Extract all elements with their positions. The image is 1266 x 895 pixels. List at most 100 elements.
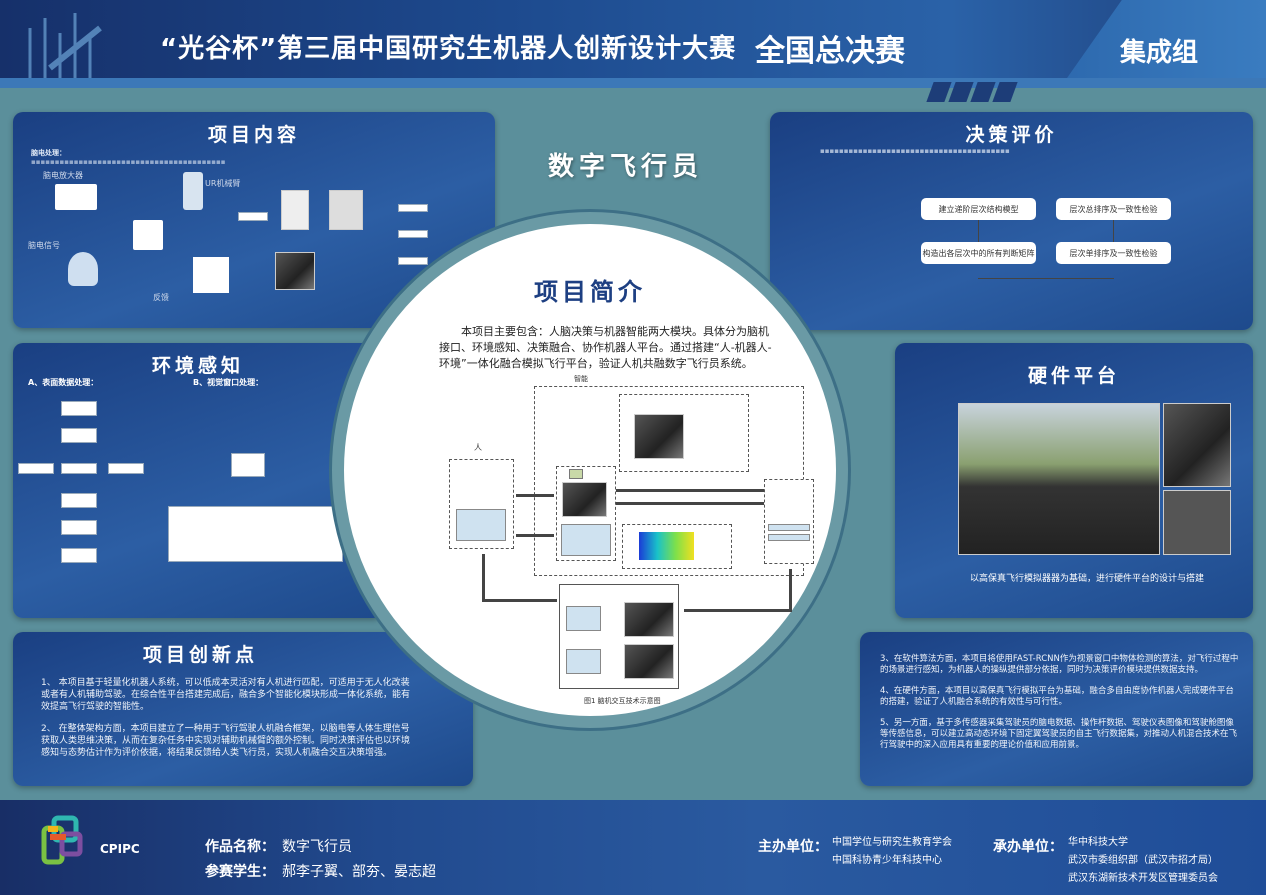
panel-title: 项目内容 (207, 124, 300, 146)
decorative-bars (926, 82, 1020, 104)
block-tag (569, 469, 584, 479)
flow-step: 构造出各层次中的所有判断矩阵 (921, 242, 1036, 264)
innovation-panel-right: 3、在软件算法方面，本项目将使用FAST-RCNN作为视景窗口中物体检测的算法，… (860, 632, 1253, 786)
photo (281, 190, 309, 230)
flow-arrow (789, 569, 792, 609)
panel-title: 环境感知 (151, 355, 244, 377)
robot-arm-icon (183, 172, 203, 210)
human-label: 人 (474, 443, 482, 452)
flow-box (398, 204, 428, 212)
flow-arrow (482, 599, 557, 602)
panel-body-placeholder: ▪▪▪▪▪▪▪▪▪▪▪▪▪▪▪▪▪▪▪▪▪▪▪▪▪▪▪▪▪▪▪▪▪▪▪▪▪▪▪▪… (31, 158, 226, 166)
innovation-point: 3、在软件算法方面，本项目将使用FAST-RCNN作为视景窗口中物体检测的算法，… (880, 654, 1239, 675)
flight-photo (624, 602, 674, 637)
project-intro-circle: 项目简介 本项目主要包含：人脑决策与机器智能两大模块。具体分为脑机接口、环境感知… (332, 212, 848, 728)
flow-box (61, 520, 97, 535)
flow-box (61, 548, 97, 563)
flow-box (18, 463, 54, 474)
diagram-label: UR机械臂 (205, 179, 241, 188)
cpipc-logo-icon (41, 815, 83, 865)
panel-title: 决策评价 (965, 124, 1058, 146)
flow-arrow (684, 609, 792, 612)
flow-arrow (516, 494, 554, 497)
cnn-architecture-figure (168, 506, 343, 562)
circuit-decoration-icon (28, 13, 102, 78)
organizer-item: 武汉市委组织部（武汉市招才局） (1068, 855, 1218, 866)
innovation-point: 2、 在整体架构方面，本项目建立了一种用于飞行驾驶人机融合框架，以脑电等人体生理… (41, 724, 411, 758)
diagram-label: 反馈 (153, 293, 169, 302)
flow-box (61, 401, 97, 416)
work-name-value: 数字飞行员 (282, 839, 352, 855)
label-box (768, 534, 810, 541)
organizer-list: 华中科技大学 武汉市委组织部（武汉市招才局） 武汉东湖新技术开发区管理委员会 (1068, 834, 1218, 888)
host-item: 中国科协青少年科技中心 (832, 855, 942, 866)
flow-box (398, 230, 428, 238)
environment-perception-panel: 环境感知 A、表面数据处理： B、视觉窗口处理： (13, 343, 383, 618)
label-box (561, 524, 611, 556)
bci-photo (562, 482, 607, 517)
hardware-caption: 以高保真飞行模拟器器为基础，进行硬件平台的设计与搭建 (970, 574, 1205, 584)
sensor-photo (1163, 490, 1231, 555)
decision-evaluation-panel: 决策评价 ▪▪▪▪▪▪▪▪▪▪▪▪▪▪▪▪▪▪▪▪▪▪▪▪▪▪▪▪▪▪▪▪▪▪▪… (770, 112, 1253, 330)
host-item: 中国学位与研究生教育学会 (832, 837, 952, 848)
host-label: 主办单位： (758, 839, 828, 855)
panel-title: 项目创新点 (143, 644, 259, 666)
pilot-photo (624, 644, 674, 679)
panel-body-placeholder: ▪▪▪▪▪▪▪▪▪▪▪▪▪▪▪▪▪▪▪▪▪▪▪▪▪▪▪▪▪▪▪▪▪▪▪▪▪▪▪▪ (820, 147, 1010, 155)
poster-header: “光谷杯”第三届中国研究生机器人创新设计大赛 全国总决赛 集成组 (0, 0, 1266, 88)
panel-subheading: 脑电处理： (31, 149, 66, 157)
flow-arrow (1113, 220, 1114, 242)
flow-step: 层次总排序及一致性检验 (1056, 198, 1171, 220)
photo (275, 252, 315, 290)
user-icon (68, 252, 98, 286)
innovation-panel-left: 项目创新点 1、 本项目基于轻量化机器人系统，可以低成本灵活对有人机进行匹配，可… (13, 632, 473, 786)
flow-box (108, 463, 144, 474)
label-box (456, 509, 506, 541)
system-diagram: 智能 人 图1 脑机交互技术示意图 (444, 374, 814, 705)
cpipc-logo-text: CPIPC (100, 842, 140, 856)
intro-text: 本项目主要包含：人脑决策与机器智能两大模块。具体分为脑机接口、环境感知、决策融合… (439, 325, 772, 370)
flow-arrow (482, 554, 485, 599)
robot-photo (634, 414, 684, 459)
label-box (768, 524, 810, 531)
flow-box (238, 212, 268, 221)
panel-title: 硬件平台 (1027, 365, 1120, 387)
header-stripe (0, 78, 1266, 88)
network-block (231, 453, 265, 477)
organizer-label: 承办单位： (993, 839, 1063, 855)
section-b-heading: B、视觉窗口处理： (193, 378, 264, 387)
flow-box (61, 428, 97, 443)
host-list: 中国学位与研究生教育学会 中国科协青少年科技中心 (832, 834, 952, 870)
diagram-label: 脑电放大器 (43, 171, 83, 180)
innovation-point: 5、另一方面，基于多传感器采集驾驶员的脑电数据、操作杆数据、驾驶仪表图像和驾驶舱… (880, 718, 1238, 750)
eeg-cap-photo (1163, 403, 1231, 487)
flow-arrow (978, 220, 979, 242)
flow-step: 层次单排序及一致性检验 (1056, 242, 1171, 264)
flow-arrow (978, 278, 1114, 279)
project-name-heading: 数字飞行员 (548, 152, 704, 182)
organizer-item: 武汉东湖新技术开发区管理委员会 (1068, 873, 1218, 884)
point-cloud-map (639, 532, 694, 560)
organizer-item: 华中科技大学 (1068, 837, 1128, 848)
label-box (566, 606, 601, 631)
poster-title: “光谷杯”第三届中国研究生机器人创新设计大赛 (160, 34, 737, 64)
trajectory-plot (193, 257, 229, 293)
group-label: 集成组 (1120, 38, 1199, 68)
hardware-platform-panel: 硬件平台 以高保真飞行模拟器器为基础，进行硬件平台的设计与搭建 (895, 343, 1253, 618)
photo (329, 190, 363, 230)
flow-step: 建立递阶层次结构模型 (921, 198, 1036, 220)
innovation-point: 4、在硬件方面，本项目以高保真飞行模拟平台为基础，融合多自由度协作机器人完成硬件… (880, 686, 1234, 707)
machine-label: 智能 (574, 375, 588, 383)
innovation-point: 1、 本项目基于轻量化机器人系统，可以低成本灵活对有人机进行匹配，可适用于无人化… (41, 678, 411, 712)
flow-box (61, 493, 97, 508)
flow-arrow (516, 534, 554, 537)
intro-title: 项目简介 (534, 278, 646, 306)
computer-icon (133, 220, 163, 250)
eeg-amplifier-icon (55, 184, 97, 210)
flow-box (398, 257, 428, 265)
figure-caption: 图1 脑机交互技术示意图 (584, 697, 661, 705)
flight-simulator-photo (958, 403, 1160, 555)
flow-arrow (616, 502, 764, 505)
diagram-label: 脑电信号 (28, 241, 60, 250)
flow-box (61, 463, 97, 474)
